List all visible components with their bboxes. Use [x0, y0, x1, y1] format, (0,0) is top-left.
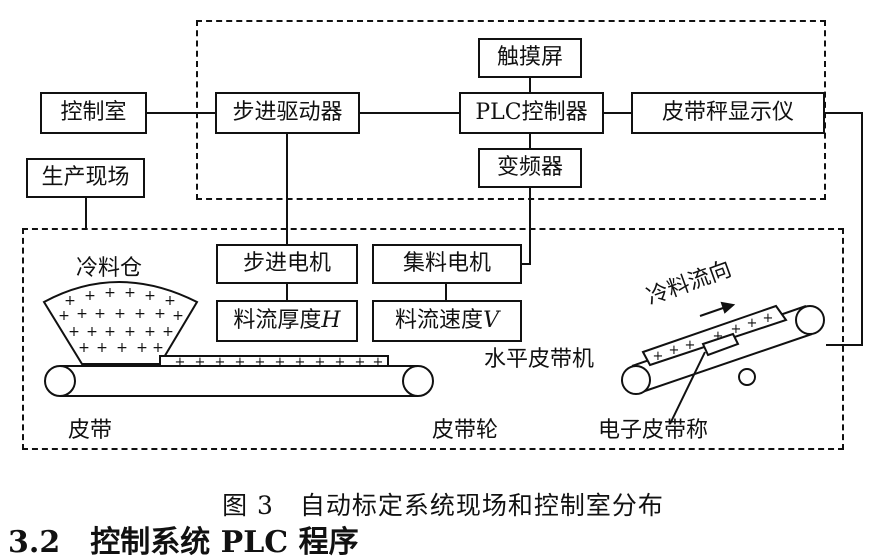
plc-label: PLC控制器 — [475, 100, 588, 125]
svg-text:+: + — [134, 306, 146, 322]
collect-motor-box: 集料电机 — [372, 244, 522, 284]
cut-off-heading: 3.2 控制系统 PLC 程序 — [8, 525, 359, 560]
collect-motor-label: 集料电机 — [402, 251, 491, 276]
svg-text:+: + — [255, 355, 266, 370]
touchscreen-box: 触摸屏 — [478, 38, 582, 78]
horizontal-conveyor — [621, 304, 825, 425]
stepper-driver-label: 步进驱动器 — [232, 100, 343, 125]
svg-text:+: + — [154, 306, 166, 322]
scale-display-box: 皮带秤显示仪 — [631, 92, 825, 134]
line-inverter-to-collect-motor — [522, 188, 531, 265]
svg-text:+: + — [669, 343, 680, 358]
svg-text:+: + — [295, 355, 306, 370]
svg-text:+: + — [152, 340, 164, 356]
inverter-label: 变频器 — [496, 155, 563, 180]
svg-text:+: + — [96, 340, 108, 356]
site-box: 生产现场 — [26, 158, 145, 198]
svg-text:+: + — [76, 306, 88, 322]
belt-label: 皮带 — [68, 418, 113, 443]
svg-text:+: + — [175, 355, 186, 370]
stepper-driver-box: 步进驱动器 — [215, 92, 360, 134]
inverter-box: 变频器 — [478, 148, 582, 188]
svg-text:+: + — [116, 340, 128, 356]
control-room-region — [196, 20, 826, 200]
thickness-variable: H — [321, 308, 341, 333]
svg-text:+: + — [104, 285, 116, 301]
svg-text:+: + — [124, 285, 136, 301]
plc-box: PLC控制器 — [459, 92, 604, 134]
svg-text:+: + — [172, 308, 184, 324]
figure-caption: 图 3 自动标定系统现场和控制室分布 — [222, 491, 664, 520]
svg-text:+: + — [136, 340, 148, 356]
svg-text:+: + — [58, 308, 70, 324]
svg-text:+: + — [124, 324, 136, 340]
svg-text:+: + — [114, 306, 126, 322]
svg-text:+: + — [162, 324, 174, 340]
svg-text:+: + — [84, 288, 96, 304]
svg-text:+: + — [335, 355, 346, 370]
horizontal-conveyor-label: 水平皮带机 — [484, 347, 595, 372]
svg-text:+: + — [86, 324, 98, 340]
line-display-to-scale — [825, 112, 863, 346]
svg-text:+: + — [763, 311, 774, 326]
svg-text:+: + — [68, 324, 80, 340]
svg-text:+: + — [685, 338, 696, 353]
touchscreen-label: 触摸屏 — [496, 45, 563, 70]
cold-bin-hopper: ++++++ +++++++ ++++++ +++++ — [42, 281, 199, 365]
diagram-lines: ++++++ +++++++ ++++++ +++++ +++++++++++ … — [42, 76, 863, 425]
svg-text:+: + — [713, 329, 724, 344]
svg-text:+: + — [144, 288, 156, 304]
pulley-label: 皮带轮 — [432, 418, 499, 443]
svg-text:+: + — [653, 349, 664, 364]
site-label: 生产现场 — [41, 165, 130, 190]
speed-label: 料流速度 — [395, 308, 484, 333]
svg-text:+: + — [94, 306, 106, 322]
svg-text:+: + — [215, 355, 226, 370]
svg-text:+: + — [731, 322, 742, 337]
svg-text:+: + — [64, 293, 76, 309]
svg-text:+: + — [747, 316, 758, 331]
belt-conveyor — [44, 365, 434, 397]
stepper-motor-box: 步进电机 — [216, 244, 358, 284]
belt-scale-label: 电子皮带称 — [598, 418, 709, 443]
control-room-label: 控制室 — [60, 100, 127, 125]
speed-variable: V — [483, 308, 499, 333]
cut-off-heading-strip: 3.2 控制系统 PLC 程序 — [0, 528, 886, 558]
svg-text:+: + — [315, 355, 326, 370]
svg-text:+: + — [164, 293, 176, 309]
svg-text:+: + — [235, 355, 246, 370]
svg-text:+: + — [195, 355, 206, 370]
svg-text:+: + — [373, 355, 384, 370]
scale-display-label: 皮带秤显示仪 — [661, 100, 794, 125]
svg-text:+: + — [104, 324, 116, 340]
control-room-box: 控制室 — [40, 92, 147, 134]
cold-bin-label: 冷料仓 — [76, 256, 143, 281]
thickness-label: 料流厚度 — [233, 308, 322, 333]
svg-text:+: + — [275, 355, 286, 370]
horizontal-material: + + + + + + + — [653, 311, 774, 364]
flow-arrow-icon — [699, 301, 736, 317]
site-region — [22, 228, 844, 450]
svg-text:+: + — [144, 324, 156, 340]
svg-text:+: + — [355, 355, 366, 370]
stepper-motor-label: 步进电机 — [242, 251, 331, 276]
svg-text:+: + — [78, 340, 90, 356]
